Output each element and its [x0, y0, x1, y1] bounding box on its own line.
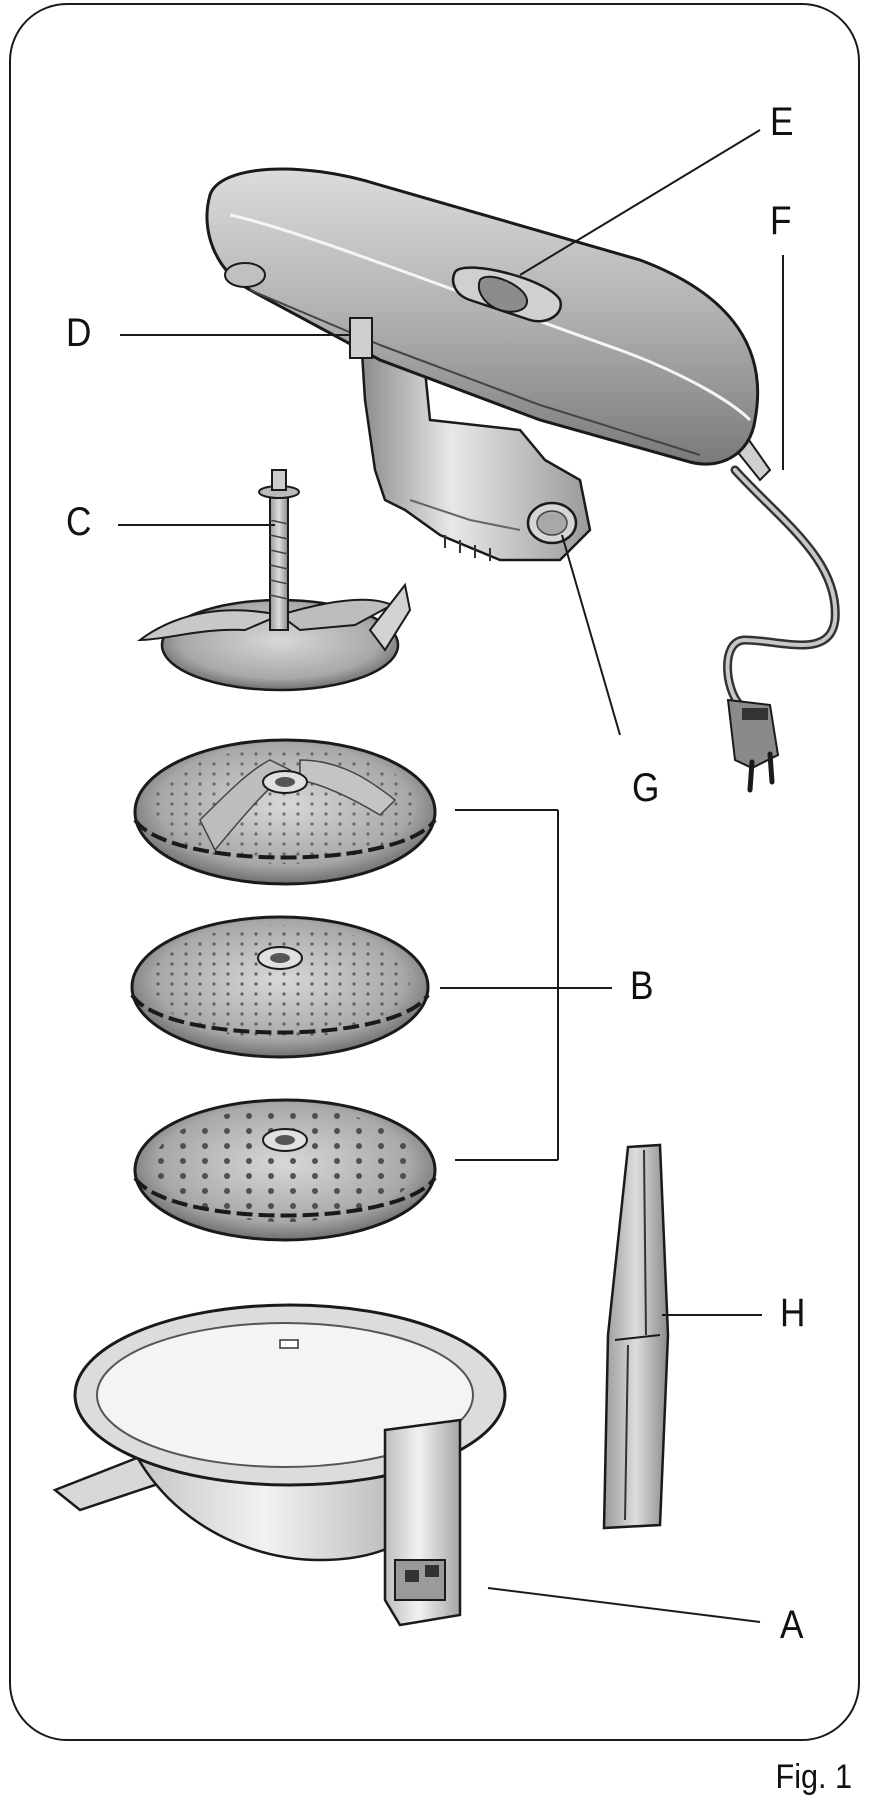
blade-assembly [140, 470, 410, 690]
disc-3 [135, 1100, 435, 1240]
motor-unit [207, 169, 835, 790]
label-h: H [780, 1293, 805, 1333]
pusher [604, 1145, 668, 1528]
plug-icon [728, 700, 778, 790]
label-e: E [770, 102, 793, 142]
bowl [55, 1305, 505, 1625]
label-f: F [770, 201, 792, 241]
label-g: G [632, 768, 659, 808]
label-a: A [780, 1605, 803, 1645]
label-c: C [66, 502, 91, 542]
label-d: D [66, 313, 91, 353]
label-b: B [630, 966, 653, 1006]
figure-caption: Fig. 1 [775, 1758, 852, 1797]
disc-1 [135, 740, 435, 884]
disc-2 [132, 917, 428, 1057]
